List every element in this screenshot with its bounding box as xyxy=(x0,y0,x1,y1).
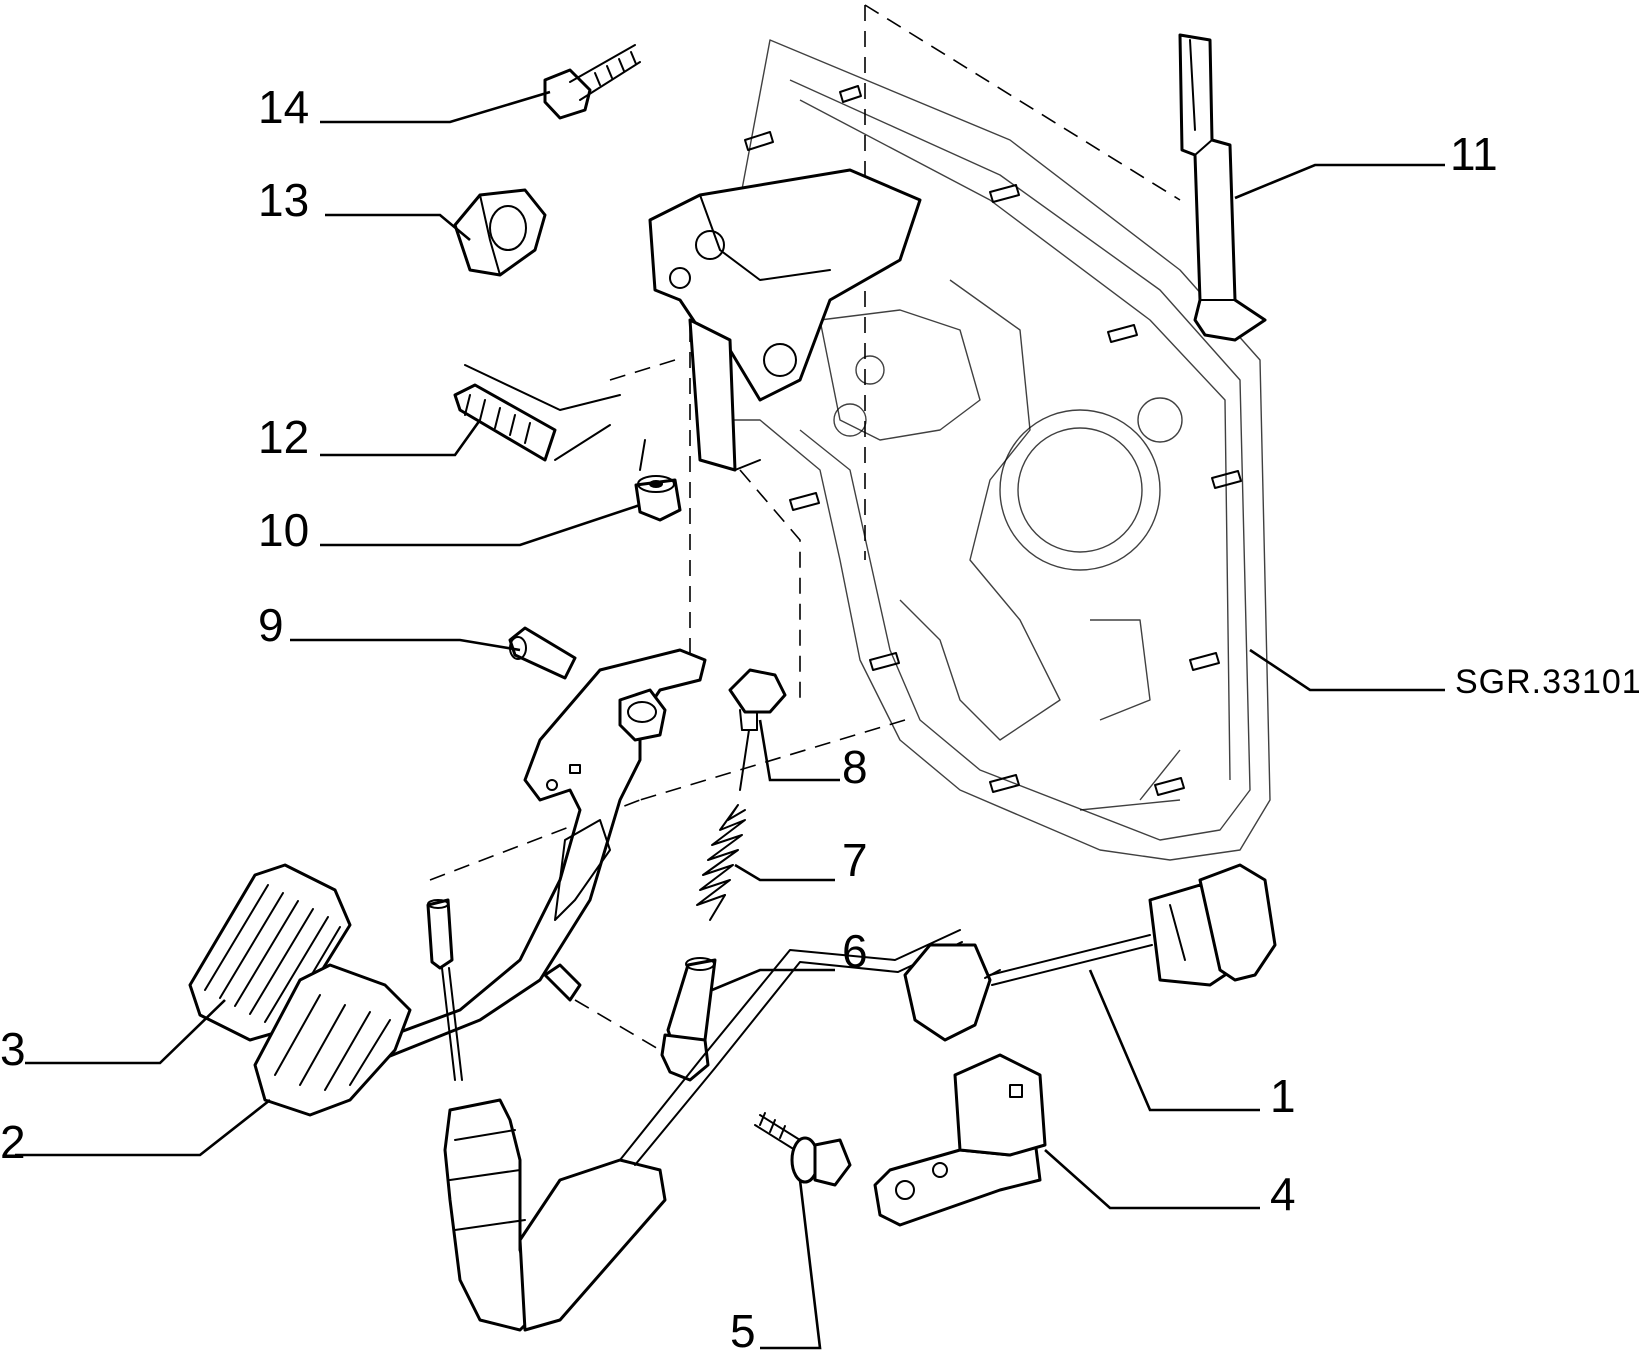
master-cylinder-rod xyxy=(426,898,463,1081)
callout-13: 13 xyxy=(258,174,309,226)
pedal-support-bracket xyxy=(648,168,922,472)
callout-6: 6 xyxy=(842,925,868,977)
pedal-box-housing xyxy=(719,39,1271,861)
callout-8: 8 xyxy=(842,741,868,793)
part-7-spring xyxy=(696,804,746,921)
part-2-rubber-pad xyxy=(253,963,412,1117)
clutch-pedal-arm xyxy=(363,648,707,1062)
part-8-pushrod xyxy=(728,668,787,791)
part-12-pin xyxy=(453,364,621,462)
callout-1: 1 xyxy=(1270,1070,1296,1122)
part-5-bolt xyxy=(754,1112,852,1187)
callout-14: 14 xyxy=(258,81,309,133)
callout-2: 2 xyxy=(0,1116,26,1168)
callout-5: 5 xyxy=(730,1305,756,1353)
callout-9: 9 xyxy=(258,599,284,651)
callout-10: 10 xyxy=(258,504,309,556)
part-4-bracket xyxy=(873,1053,1047,1227)
housing-studs xyxy=(744,85,1242,796)
part-6-cap xyxy=(660,957,717,1082)
part-14-bolt xyxy=(543,44,641,120)
part-10-bush xyxy=(634,439,682,522)
callout-numbers: 14 13 12 10 9 11 SGR.33101 8 7 6 3 2 1 4… xyxy=(0,81,1642,1353)
leader-lines xyxy=(15,90,1445,1350)
callout-12: 12 xyxy=(258,411,309,463)
part-9-sleeve xyxy=(508,626,577,680)
drawing-code: SGR.33101 xyxy=(1455,663,1642,701)
callout-7: 7 xyxy=(842,834,868,886)
callout-11: 11 xyxy=(1450,128,1498,180)
part-13-nut xyxy=(453,188,547,277)
callout-3: 3 xyxy=(0,1023,26,1075)
callout-4: 4 xyxy=(1270,1168,1296,1220)
assembly-dashed-lines xyxy=(429,4,1181,1051)
clutch-actuator-hose xyxy=(443,863,1277,1332)
part-11-clip xyxy=(1178,33,1267,342)
